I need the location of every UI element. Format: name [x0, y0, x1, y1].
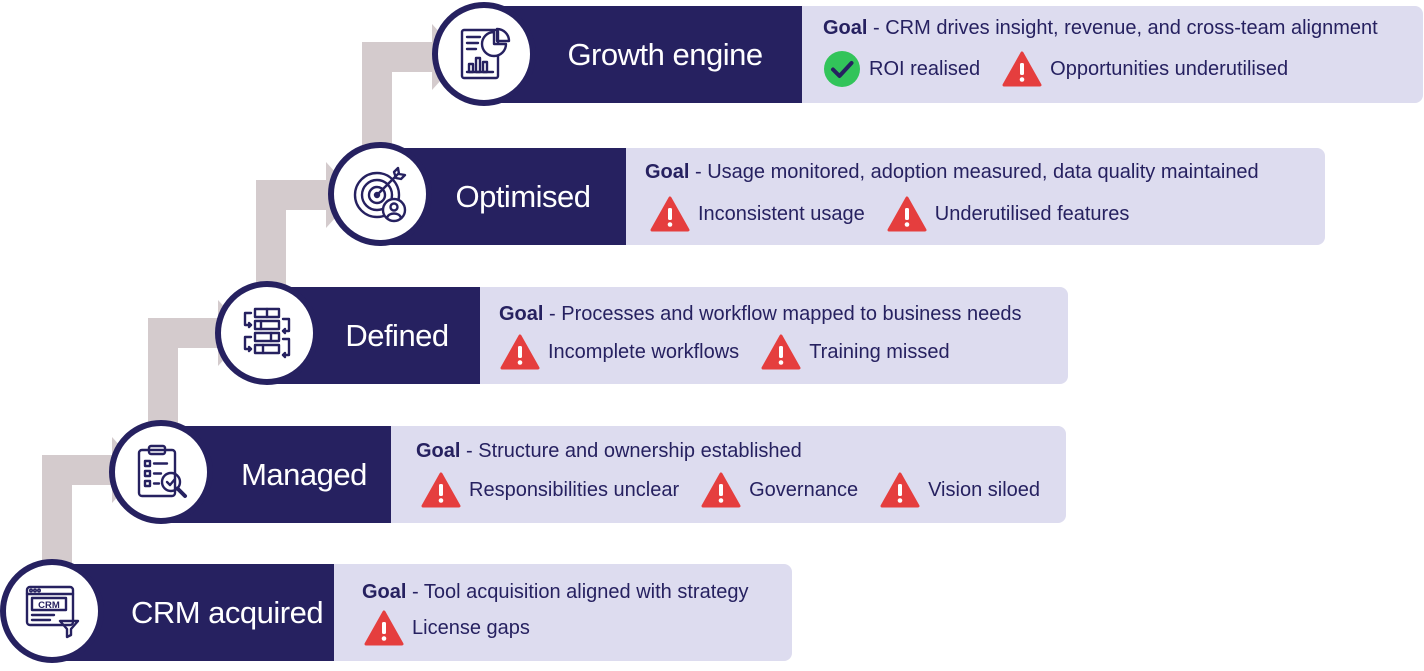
issue-item: Inconsistent usage — [650, 196, 865, 232]
arrow-shaft-2 — [148, 318, 220, 348]
goal-text: - Processes and workflow mapped to busin… — [543, 303, 1022, 325]
goal-label: Goal — [416, 440, 461, 462]
stage-circle — [328, 142, 432, 246]
issue-item: ROI realised — [823, 50, 980, 88]
warning-icon — [500, 334, 540, 370]
warning-icon — [701, 472, 741, 508]
warning-icon — [880, 472, 920, 508]
issue-item: Vision siloed — [880, 472, 1040, 508]
stage-issues: Responsibilities unclear Governance Visi… — [421, 472, 1062, 508]
stage-goal: Goal - CRM drives insight, revenue, and … — [823, 17, 1378, 40]
stage-title: Defined — [345, 317, 449, 353]
svg-text:CRM: CRM — [38, 600, 60, 611]
warning-icon — [887, 196, 927, 232]
goal-text: - Usage monitored, adoption measured, da… — [689, 161, 1259, 183]
stage-issues: Incomplete workflows Training missed — [500, 334, 972, 370]
warning-icon — [364, 610, 404, 646]
stage-panel-growth-engine — [798, 6, 1423, 103]
checkmark-circle-icon — [824, 51, 860, 87]
stage-goal: Goal - Tool acquisition aligned with str… — [362, 581, 749, 604]
issue-item: Opportunities underutilised — [1002, 51, 1288, 87]
stage-issues: ROI realised Opportunities underutilised — [823, 50, 1310, 88]
goal-text: - CRM drives insight, revenue, and cross… — [867, 17, 1378, 39]
stage-title: Growth engine — [567, 36, 763, 72]
stage-circle: CRM — [0, 559, 104, 663]
issue-text: Responsibilities unclear — [469, 478, 680, 501]
stage-panel-optimised — [622, 148, 1325, 245]
issue-text: License gaps — [412, 616, 530, 639]
stage-circle — [432, 2, 536, 106]
warning-icon — [421, 472, 461, 508]
stage-title-bar: Growth engine — [484, 6, 802, 103]
stage-goal: Goal - Processes and workflow mapped to … — [499, 303, 1021, 326]
crm-window-icon: CRM — [25, 585, 80, 639]
arrow-shaft-3 — [256, 180, 328, 210]
arrow-shaft-4 — [362, 42, 434, 72]
stage-title: Managed — [241, 456, 367, 492]
arrow-shaft-1 — [42, 455, 114, 485]
goal-label: Goal — [823, 17, 868, 39]
issue-item: Responsibilities unclear — [421, 472, 679, 508]
stage-issues: License gaps — [364, 610, 552, 646]
workflow-blocks-icon — [243, 307, 291, 359]
issue-item: Underutilised features — [887, 196, 1130, 232]
goal-text: - Structure and ownership established — [460, 440, 802, 462]
issue-text: Governance — [749, 478, 859, 501]
issue-text: ROI realised — [869, 57, 981, 80]
target-user-icon — [353, 166, 407, 223]
stage-circle — [215, 281, 319, 385]
goal-label: Goal — [499, 303, 544, 325]
goal-label: Goal — [645, 161, 690, 183]
issue-text: Vision siloed — [928, 478, 1041, 501]
goal-text: - Tool acquisition aligned with strategy — [406, 581, 749, 603]
stage-goal: Goal - Structure and ownership establish… — [416, 440, 802, 463]
stage-title: Optimised — [455, 178, 591, 214]
stage-circle — [109, 420, 213, 524]
issue-item: Incomplete workflows — [500, 334, 739, 370]
goal-label: Goal — [362, 581, 407, 603]
clipboard-checklist-icon — [137, 444, 187, 498]
issue-text: Training missed — [809, 340, 950, 363]
stage-title: CRM acquired — [130, 594, 324, 630]
analytics-report-icon — [460, 27, 511, 80]
stage-goal: Goal - Usage monitored, adoption measure… — [645, 161, 1259, 184]
issue-text: Opportunities underutilised — [1050, 57, 1289, 80]
issue-text: Incomplete workflows — [548, 340, 740, 363]
stage-title-bar: CRM acquired — [60, 564, 334, 661]
stage-panel-crm-acquired — [330, 564, 792, 661]
warning-icon — [761, 334, 801, 370]
issue-text: Underutilised features — [934, 202, 1130, 225]
issue-item: License gaps — [364, 610, 530, 646]
issue-item: Governance — [701, 472, 858, 508]
issue-item: Training missed — [761, 334, 950, 370]
warning-icon — [1002, 51, 1042, 87]
warning-icon — [650, 196, 690, 232]
stage-issues: Inconsistent usage Underutilised feature… — [650, 196, 1151, 232]
issue-text: Inconsistent usage — [698, 202, 865, 225]
